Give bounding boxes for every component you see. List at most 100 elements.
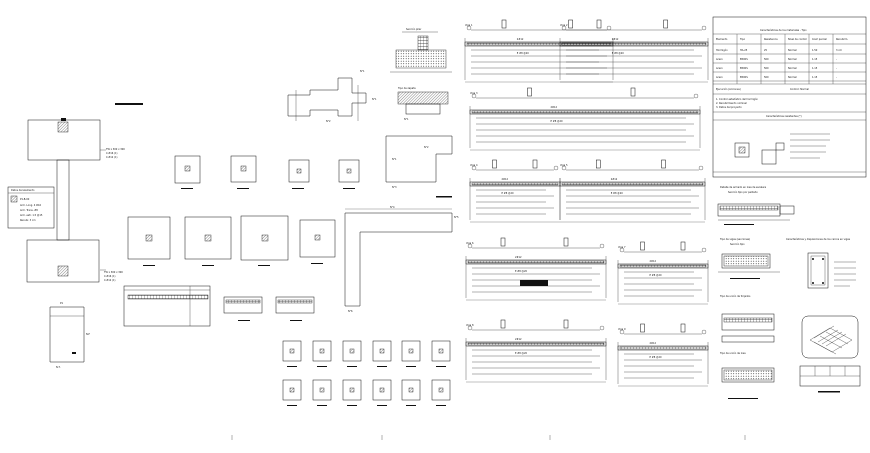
table-cell: Acero: [716, 58, 723, 61]
table-header-cell: Elemento: [716, 38, 728, 41]
svg-text:N°2: N°2: [326, 120, 331, 123]
beam-elevation: Viga 12#12E #8 @20: [464, 19, 614, 83]
svg-text:4 #12 (1): 4 #12 (1): [106, 156, 118, 159]
materials-table-title: Características de los materiales - Tipo: [760, 29, 807, 32]
beam-elevation: Viga 42#12E #8 @20: [469, 159, 561, 223]
svg-text:Tipo de vigas (secciones): Tipo de vigas (secciones): [720, 238, 750, 241]
pile-cap-small: [431, 379, 451, 401]
table-cell: 500: [764, 67, 769, 70]
stirrup-callout: E #8 @20: [612, 52, 624, 55]
table-cell: 500: [764, 58, 769, 61]
table-cell: B500S: [740, 76, 748, 79]
svg-text:2. Recubrimiento nominal: 2. Recubrimiento nominal: [716, 102, 747, 105]
pile-cap-small: [401, 340, 421, 362]
table-cell: Acero: [716, 76, 723, 79]
pile-cap-small: [431, 340, 451, 362]
svg-text:N°4: N°4: [390, 206, 395, 209]
table-cell: 1.15: [812, 76, 818, 79]
svg-text:4 #12 (1): 4 #12 (1): [104, 279, 116, 282]
stray-ticks: [231, 435, 746, 440]
table-cell: -: [836, 67, 837, 70]
beam-elevation: Viga 5 2#12 E #8 @20: [559, 159, 706, 223]
stirrup-callout: E #8 @20: [515, 270, 527, 273]
pile-cap: [230, 155, 257, 189]
svg-text:N°1: N°1: [372, 98, 377, 101]
svg-text:N°2: N°2: [424, 146, 429, 149]
svg-text:N°1: N°1: [404, 118, 409, 121]
bar-callout: 2#12: [650, 342, 657, 345]
stirrup-callout: E #8 @20: [517, 52, 529, 55]
pile-cap-small: [282, 379, 302, 401]
pile-cap: [338, 159, 360, 189]
svg-text:Tipo de unión de losa: Tipo de unión de losa: [720, 352, 746, 355]
svg-text:1. Control estadístico del hor: 1. Control estadístico del hormigón: [716, 98, 758, 101]
svg-text:Datos del elemento: Datos del elemento: [11, 189, 35, 192]
pile-cap-small: [342, 340, 362, 362]
table-cell: Normal: [788, 76, 797, 79]
svg-text:Tipo de unión de forjados: Tipo de unión de forjados: [720, 295, 751, 298]
beam-tag: Viga 1: [465, 24, 473, 27]
pile-cap-small: [312, 340, 332, 362]
beam-tag: Viga 4: [470, 164, 478, 167]
pile-caps-row-2: [127, 215, 336, 266]
beam-tag: Viga 9: [618, 328, 626, 331]
beam-elevation: Viga 8 2#12 E #8 @20: [465, 319, 607, 383]
pile-cap: [184, 216, 232, 266]
l-foundation-beam: N°4 N°5 N°6: [344, 206, 459, 313]
svg-text:4 #16 (1): 4 #16 (1): [104, 275, 116, 278]
beam-tag: Viga 8: [466, 324, 474, 327]
svg-text:Arm. estr. 1.5 @15: Arm. estr. 1.5 @15: [20, 214, 43, 217]
svg-text:3. Datos del proyecto: 3. Datos del proyecto: [716, 106, 742, 109]
svg-text:N°5: N°5: [454, 216, 459, 219]
table-cell: -: [836, 76, 837, 79]
title-block: [799, 365, 861, 393]
pile-cap: [174, 155, 201, 189]
stirrup-callout: E #8 @20: [502, 192, 514, 195]
bar-callout: 2#12: [612, 38, 619, 41]
pile-cap: [240, 215, 289, 266]
svg-text:TW x 300 x 300: TW x 300 x 300: [104, 271, 123, 274]
bar-callout: 2#12: [515, 256, 522, 259]
beam-elevation: Viga 32#12E #8 @20: [469, 87, 701, 151]
svg-text:Sección pilar: Sección pilar: [406, 28, 421, 31]
small-section-detail: Tipo de zapata N°1: [397, 87, 449, 121]
table-cell: -: [836, 58, 837, 61]
bar-callout: 2#12: [515, 338, 522, 341]
stepped-plan: N°1 N°1 N°2: [287, 70, 377, 123]
pile-cap: [288, 159, 310, 189]
stirrup-callout: E #8 @20: [611, 192, 623, 195]
svg-text:Sección tipo por peldaño: Sección tipo por peldaño: [728, 191, 758, 194]
svg-text:N.F.: N.F.: [86, 333, 91, 336]
table-cell: 1.50: [812, 49, 818, 52]
svg-text:4 #16 (1): 4 #16 (1): [106, 152, 118, 155]
table-header-cell: Coef. parcial: [812, 38, 827, 41]
materials-table: Características de los materiales - Tipo…: [712, 16, 867, 178]
pile-caps-grid: [282, 340, 451, 406]
svg-text:N°3: N°3: [392, 186, 397, 189]
table-cell: B500S: [740, 67, 748, 70]
svg-text:Características resistentes (*: Características resistentes (*): [766, 115, 802, 118]
table-header-cell: Resistencia: [764, 38, 778, 41]
beam-tag: Viga 6: [466, 242, 474, 245]
beam-type-detail: Tipo de vigas (secciones) Sección tipo: [718, 238, 780, 279]
stirrup-callout: E #8 @20: [515, 352, 527, 355]
bar-callout: 2#12: [611, 178, 618, 181]
l-shaped-slab: N°1 N°2 N°3: [385, 135, 453, 198]
beam-tag: Viga 7: [618, 246, 626, 249]
svg-text:Características y disposicione: Características y disposiciones de los c…: [786, 238, 851, 241]
svg-text:Arm. Long. 4 #16: Arm. Long. 4 #16: [20, 204, 42, 207]
svg-text:Sección tipo: Sección tipo: [730, 243, 745, 246]
beam-elevation: Viga 92#12E #8 @20: [617, 323, 709, 387]
svg-text:N°1: N°1: [360, 70, 365, 73]
bar-callout: 2#12: [650, 260, 657, 263]
stirrup-detail: Características y disposiciones de los c…: [786, 238, 856, 289]
pile-cap-small: [342, 379, 362, 401]
column-top-note: TW x 300 x 300 4 #16 (1) 4 #12 (1): [106, 148, 125, 159]
table-cell: 500: [764, 76, 769, 79]
beam-tag: Viga 5: [560, 164, 568, 167]
beam-tag: Viga 3: [470, 92, 478, 95]
svg-text:Tipo de zapata: Tipo de zapata: [398, 87, 416, 90]
pile-cap-small: [282, 340, 302, 362]
